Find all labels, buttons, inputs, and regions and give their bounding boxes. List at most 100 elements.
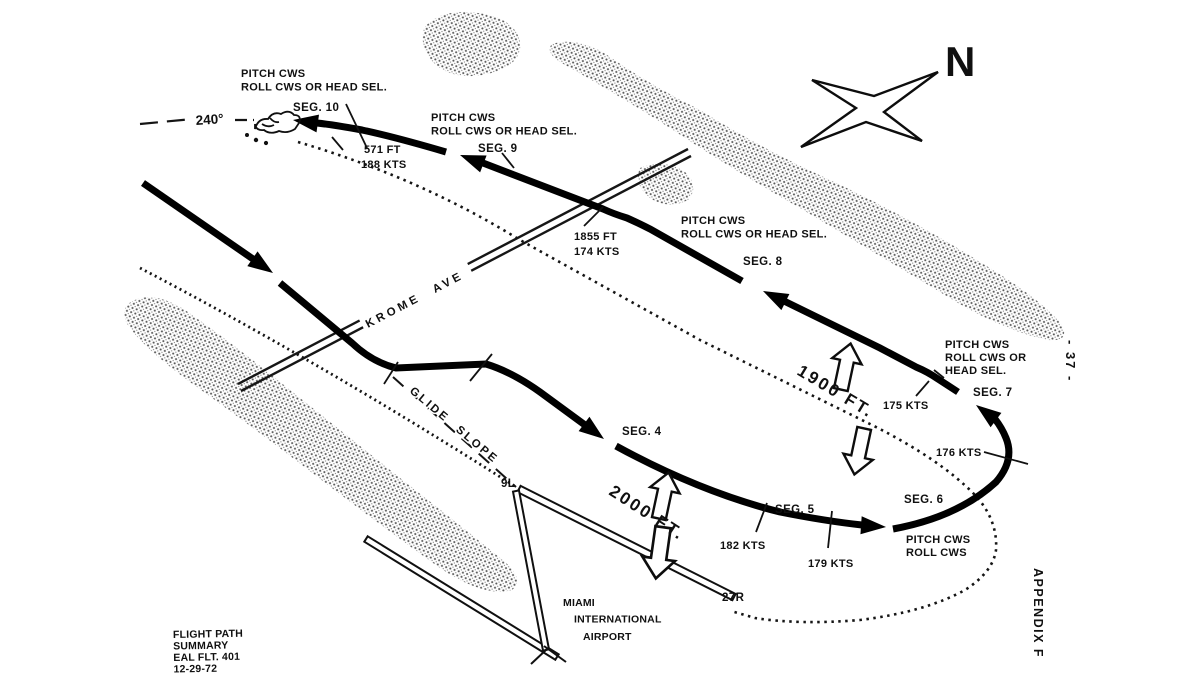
seg9-mode-line1: PITCH CWS (431, 112, 495, 124)
seg10-label: SEG. 10 (293, 102, 339, 114)
seg7-speed: 175 KTS (883, 400, 929, 412)
seg8-label: SEG. 8 (743, 256, 783, 268)
krome-ave-label: KROME AVE (364, 270, 466, 331)
airport-name-line2: INTERNATIONAL (574, 614, 662, 626)
leader-seg9 (501, 152, 515, 169)
path-seg7-leg (782, 297, 960, 395)
seg9-mode-label: PITCH CWS ROLL CWS OR HEAD SEL. (431, 112, 577, 138)
page-number: - 37 - (1063, 340, 1078, 382)
seg6-mode-label: PITCH CWS ROLL CWS (906, 534, 974, 559)
tick-marks (331, 103, 1029, 549)
runway-27r-label: 27R (722, 592, 745, 604)
seg7-mode-line3: HEAD SEL. (945, 365, 1006, 377)
seg4-label: SEG. 4 (622, 426, 662, 438)
title-block-line1: FLIGHT PATH (173, 628, 243, 641)
runway-parallel (362, 534, 561, 662)
arrowhead-seg9 (460, 155, 487, 173)
seg6-label: SEG. 6 (904, 494, 943, 506)
path-approach-to-seg4 (277, 280, 588, 428)
seg5-label: SEG. 5 (775, 504, 815, 516)
seg7-mode-line1: PITCH CWS (945, 339, 1009, 351)
scribble-dot (253, 137, 259, 143)
arrowhead-seg4 (578, 416, 604, 439)
path-seg10-arc (316, 119, 447, 156)
appendix-label: APPENDIX F (1031, 568, 1045, 658)
seg9-mode-line2: ROLL CWS OR HEAD SEL. (431, 126, 577, 138)
stipple-blob-top-small (422, 12, 521, 77)
runway-end-flare (543, 645, 567, 663)
scribble-dot (263, 140, 269, 146)
seg8-altitude: 1855 FT (574, 231, 617, 243)
seg6-mode-line1: PITCH CWS (906, 534, 970, 546)
stipple-band-top-right (549, 41, 1065, 341)
block-arrow-up-1900 (829, 341, 864, 393)
terrain-stipple-areas (124, 12, 1065, 592)
crash-site-scribble (244, 110, 301, 146)
seg8-mode-label: PITCH CWS ROLL CWS OR HEAD SEL. (681, 215, 827, 241)
seg8-speed: 174 KTS (574, 246, 620, 258)
compass-rose: N (800, 38, 975, 149)
title-block-line3: EAL FLT. 401 (173, 651, 240, 664)
block-arrow-up-2000 (647, 470, 682, 522)
airport-name-line1: MIAMI (563, 597, 595, 609)
runway-9l-label: 9L (501, 478, 515, 490)
runway-end-flare (530, 648, 548, 665)
seg8-data-label: 1855 FT 174 KTS (574, 231, 620, 258)
seg8-mode-line1: PITCH CWS (681, 215, 745, 227)
leader-175kts (915, 380, 930, 397)
seg10-data-label: 571 FT 188 KTS (361, 144, 407, 171)
stipple-band-left (124, 297, 518, 592)
tick-level-seg-left (383, 361, 399, 385)
seg10-mode-line2: ROLL CWS OR HEAD SEL. (241, 82, 387, 94)
scribble-marks (261, 117, 280, 128)
runways (362, 484, 737, 665)
airport-name-label: MIAMI INTERNATIONAL AIRPORT (563, 597, 665, 643)
leader-182kts (755, 502, 768, 533)
glide-slope-label: GLIDE SLOPE (407, 385, 500, 466)
leader-179kts (827, 510, 833, 549)
seg5-speed-1: 182 KTS (720, 540, 766, 552)
seg7-mode-line2: ROLL CWS OR (945, 352, 1026, 364)
block-arrow-down-2000 (639, 524, 678, 581)
seg10-mode-label: PITCH CWS ROLL CWS OR HEAD SEL. (241, 68, 387, 94)
seg7-label: SEG. 7 (973, 387, 1012, 399)
seg10-altitude: 571 FT (364, 144, 401, 156)
arrowhead-seg8 (763, 291, 790, 311)
seg5-speed-2: 179 KTS (808, 558, 854, 570)
glide-slope-dash-line (392, 376, 517, 488)
block-arrow-down-1900 (841, 425, 876, 477)
leader-1855ft (583, 206, 604, 227)
leader-seg10 (331, 136, 344, 151)
title-block-line2: SUMMARY (173, 640, 228, 653)
heading-dashes-left (139, 117, 194, 126)
compass-star (800, 70, 939, 149)
path-seg4-seg5 (614, 442, 863, 529)
arrowhead-inbound (247, 251, 273, 273)
seg9-label: SEG. 9 (478, 143, 517, 155)
scribble-cloud (254, 110, 301, 134)
title-block-line4: 12-29-72 (173, 663, 217, 675)
seg8-mode-line2: ROLL CWS OR HEAD SEL. (681, 229, 827, 241)
compass-north-label: N (945, 38, 975, 85)
airport-name-line3: AIRPORT (583, 631, 632, 643)
scribble-dot (244, 132, 249, 137)
glide-slope-rays (139, 266, 517, 489)
heading-240-line (139, 117, 254, 126)
title-block: FLIGHT PATH SUMMARY EAL FLT. 401 12-29-7… (173, 628, 247, 675)
seg6-speed: 176 KTS (936, 447, 982, 459)
dotted-track-line (297, 140, 998, 624)
runway-crossing (511, 489, 551, 652)
path-seg6-turn (892, 416, 1013, 533)
tick-level-seg-right (469, 353, 493, 382)
flight-path (141, 119, 1013, 533)
arrowhead-seg5 (860, 516, 886, 535)
road-label-mask (357, 260, 475, 335)
seg6-mode-line2: ROLL CWS (906, 547, 967, 559)
seg10-mode-line1: PITCH CWS (241, 68, 305, 80)
seg7-mode-label: PITCH CWS ROLL CWS OR HEAD SEL. (945, 339, 1030, 377)
leader-176kts (983, 451, 1029, 465)
path-seg8-seg9 (481, 159, 744, 285)
tick-seg7-bend (933, 369, 945, 379)
